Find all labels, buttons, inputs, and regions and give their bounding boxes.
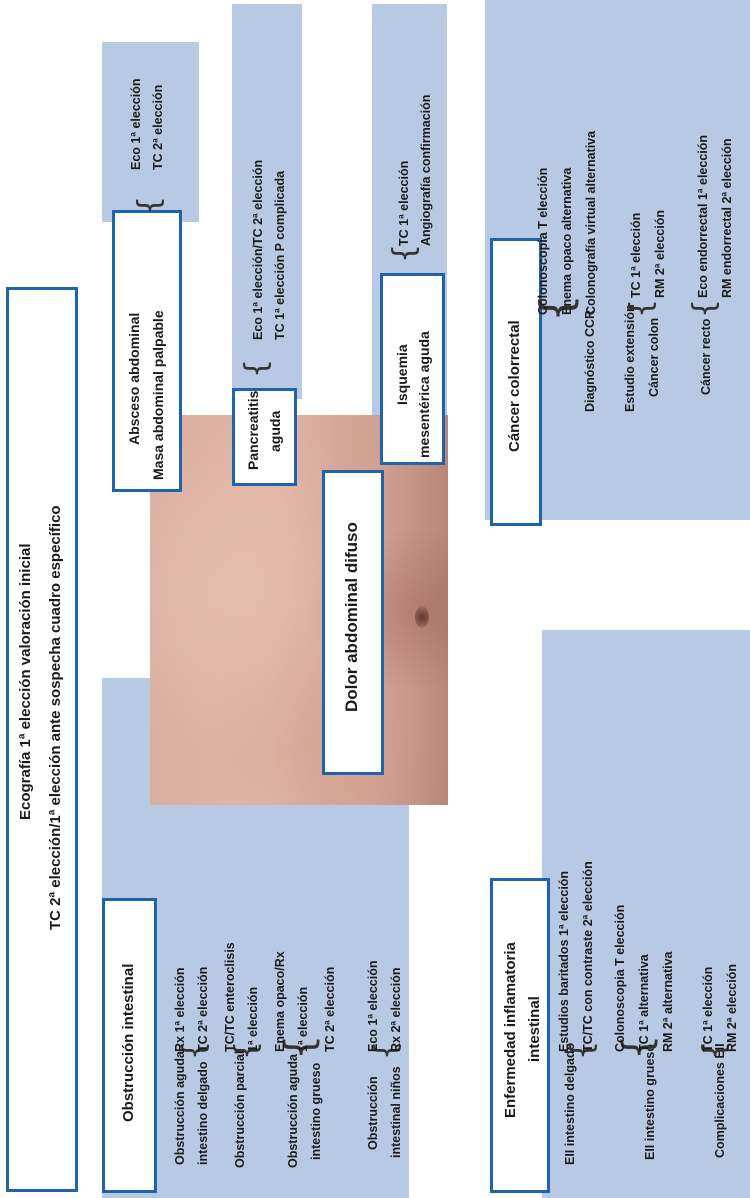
eii-title-1: Enfermedad inflamatoria: [502, 942, 520, 1118]
obstruccion-title: Obstrucción intestinal: [120, 964, 138, 1122]
navel: [415, 606, 429, 628]
eii-row3-label: Complicaciones EII: [712, 1043, 728, 1158]
pancreatitis-brace: {: [242, 359, 272, 378]
obstruccion-row2-item-1: TC/TC enteroclisis: [222, 942, 238, 1052]
cancer-row3-label: Cáncer recto: [698, 319, 714, 395]
obstruccion-row3-item-3: TC 2ª elección: [322, 967, 338, 1052]
abdomen-illustration: [150, 415, 448, 805]
obstruccion-row3-item-2: 1ª elección: [295, 987, 311, 1052]
obstruccion-row2-label: Obstrucción parcial: [232, 1051, 248, 1168]
absceso-title-2: Masa abdominal palpable: [150, 310, 166, 480]
eii-row2-item-2: TC 1ª alternativa: [636, 954, 652, 1052]
eii-row2-label: EII intestino grueso: [642, 1044, 658, 1160]
cancer-row3-item-1: Eco endorrectal 1ª elección: [695, 135, 711, 298]
obstruccion-row1-item-2: TC 2ª elección: [195, 967, 211, 1052]
eii-row3-item-1: TC 1ª elección: [700, 967, 716, 1052]
eii-row1-item-1: Estudios baritados 1ª elección: [556, 871, 572, 1052]
obstruccion-row4-item-1: Eco 1ª elección: [365, 961, 381, 1052]
cancer-row1-item-3: Colonografía virtual alternativa: [583, 131, 599, 315]
pancreatitis-title-box: [232, 388, 297, 486]
absceso-brace: {: [135, 196, 165, 215]
obstruccion-row1-label-1: Obstrucción aguda: [172, 1051, 188, 1165]
pancreatitis-item-2: TC 1ª elección P complicada: [272, 171, 288, 340]
eii-row1-item-2: TC/TC con contraste 2ª elección: [580, 861, 596, 1052]
obstruccion-row1-item-1: Rx 1ª elección: [172, 967, 188, 1052]
obstruccion-row4-label-2: intestinal niños: [388, 1066, 404, 1158]
isquemia-title-1: Isquemia: [394, 344, 410, 405]
pancreatitis-panel: [232, 4, 302, 399]
obstruccion-row4-item-2: Rx 2ª elección: [388, 967, 404, 1052]
isquemia-brace: {: [390, 244, 420, 263]
obstruccion-row2-item-2: 1ª elección: [245, 987, 261, 1052]
eii-row2-item-3: RM 2ª alternativa: [660, 952, 676, 1053]
eii-row3-item-2: RM 2ª elección: [724, 964, 740, 1052]
pancreatitis-title-1: Pancreatitis: [245, 391, 261, 470]
cancer-row3-item-2: RM endorrectal 2ª elección: [719, 138, 735, 298]
cancer-row2-label-2: Cáncer colon: [646, 318, 662, 397]
cancer-title: Cáncer colorrectal: [506, 320, 524, 452]
cancer-row1-label: Diagnóstico CCR: [582, 310, 598, 412]
cancer-row1-item-2: Enema opaco alternativa: [559, 168, 575, 315]
initial-imaging-line2: TC 2ª elección/1ª elección ante sospecha…: [48, 505, 64, 930]
obstruccion-row3-item-1: Enema opaco/Rx: [272, 951, 288, 1052]
isquemia-item-2: Angiografía confirmación: [418, 95, 434, 246]
absceso-title-1: Absceso abdominal: [126, 313, 142, 445]
cancer-row3-brace: {: [690, 299, 720, 318]
pancreatitis-item-1: Eco 1ª elección/TC 2ª elección: [250, 160, 266, 340]
isquemia-title-box: [380, 273, 445, 465]
cancer-row2-item-1: TC 1ª elección: [628, 213, 644, 298]
eii-title-2: intestinal: [526, 996, 544, 1062]
cancer-row2-brace: {: [627, 299, 657, 318]
cancer-row2-item-2: RM 2ª elección: [652, 210, 668, 298]
isquemia-item-1: TC 1ª elección: [396, 161, 412, 246]
absceso-item-2: TC 2ª elección: [150, 85, 166, 170]
cancer-row1-item-1: Colonoscopia T elección: [535, 168, 551, 315]
eii-row1-label: EII intestino delgado: [562, 1043, 578, 1165]
obstruccion-row3-label-2: intestino grueso: [308, 1063, 324, 1160]
absceso-title-box: [112, 210, 182, 492]
pancreatitis-title-2: aguda: [267, 411, 283, 452]
absceso-item-1: Eco 1ª elección: [128, 79, 144, 170]
center-title: Dolor abdominal difuso: [342, 522, 362, 712]
initial-imaging-line1: Ecografía 1ª elección valoración inicial: [18, 544, 34, 821]
cancer-row2-label-1: Estudio extensión: [622, 304, 638, 412]
obstruccion-row1-label-2: intestino delgado: [195, 1062, 211, 1165]
obstruccion-row4-label-1: Obstrucción: [365, 1076, 381, 1150]
obstruccion-row3-label-1: Obstrucción aguda: [285, 1054, 301, 1168]
eii-row2-item-1: Colonoscopia T elección: [612, 905, 628, 1052]
isquemia-title-2: mesentérica aguda: [416, 331, 432, 458]
